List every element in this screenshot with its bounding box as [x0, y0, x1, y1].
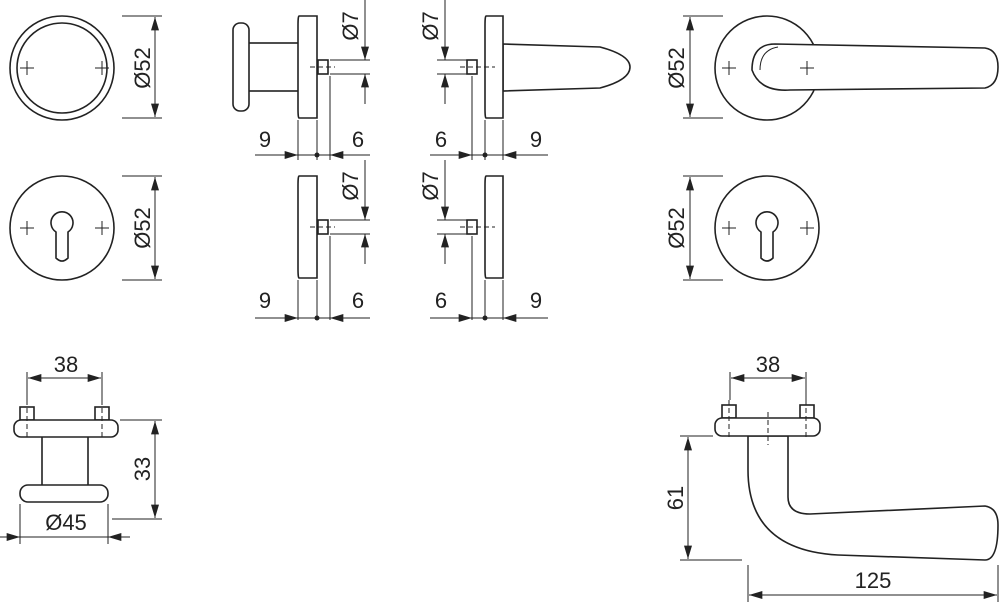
dim-knob-spindle: Ø7	[330, 0, 370, 104]
svg-text:Ø52: Ø52	[664, 47, 689, 89]
svg-text:Ø45: Ø45	[45, 510, 87, 535]
svg-text:38: 38	[54, 352, 78, 377]
svg-text:9: 9	[259, 288, 271, 313]
svg-text:38: 38	[756, 352, 780, 377]
dim-key-rose-diameter: Ø52	[122, 175, 162, 281]
svg-text:61: 61	[663, 486, 688, 510]
svg-text:Ø7: Ø7	[418, 171, 443, 200]
dim-lever-rose-spindle: Ø7 6 9	[418, 160, 548, 322]
svg-text:Ø52: Ø52	[130, 207, 155, 249]
knob-rose-side	[297, 175, 335, 279]
lever-top-view	[714, 400, 999, 561]
dim-knob-rose-spindle: Ø7 9 6	[255, 160, 370, 322]
svg-text:Ø7: Ø7	[338, 171, 363, 200]
dim-lever-offsets: 6 9	[430, 76, 548, 160]
key-rose-front	[9, 175, 115, 281]
lever-side-view	[460, 15, 631, 119]
dim-lever-pins: 38	[729, 352, 807, 400]
key-rose-front-right	[714, 175, 820, 281]
dim-lever-length: 125	[747, 565, 999, 602]
svg-text:6: 6	[352, 288, 364, 313]
dim-knob-diameter: Ø45	[0, 504, 130, 544]
svg-text:6: 6	[352, 127, 364, 152]
svg-text:Ø52: Ø52	[130, 47, 155, 89]
dim-knob-offsets: 9 6	[255, 76, 370, 160]
knob-top-view	[13, 400, 119, 503]
svg-text:9: 9	[259, 127, 271, 152]
svg-text:6: 6	[435, 127, 447, 152]
svg-text:6: 6	[435, 288, 447, 313]
svg-text:33: 33	[130, 457, 155, 481]
lever-rose-side	[460, 175, 504, 279]
knob-side-view	[232, 15, 335, 119]
dim-lever-spindle: Ø7	[418, 0, 467, 104]
dim-key-rose-right-diameter: Ø52	[664, 175, 723, 281]
round-rose-front	[9, 15, 115, 121]
svg-text:9: 9	[530, 288, 542, 313]
svg-text:Ø7: Ø7	[338, 11, 363, 40]
svg-text:Ø7: Ø7	[418, 11, 443, 40]
dim-knob-height: 33	[112, 419, 162, 520]
svg-text:125: 125	[855, 568, 892, 593]
svg-text:Ø52: Ø52	[664, 207, 689, 249]
dim-rose-diameter: Ø52	[122, 15, 162, 119]
svg-text:9: 9	[530, 127, 542, 152]
dim-lever-rose-diameter: Ø52	[664, 15, 723, 119]
dim-lever-height: 61	[663, 435, 742, 561]
lever-front-view	[714, 15, 999, 121]
dim-knob-pins: 38	[26, 352, 103, 400]
